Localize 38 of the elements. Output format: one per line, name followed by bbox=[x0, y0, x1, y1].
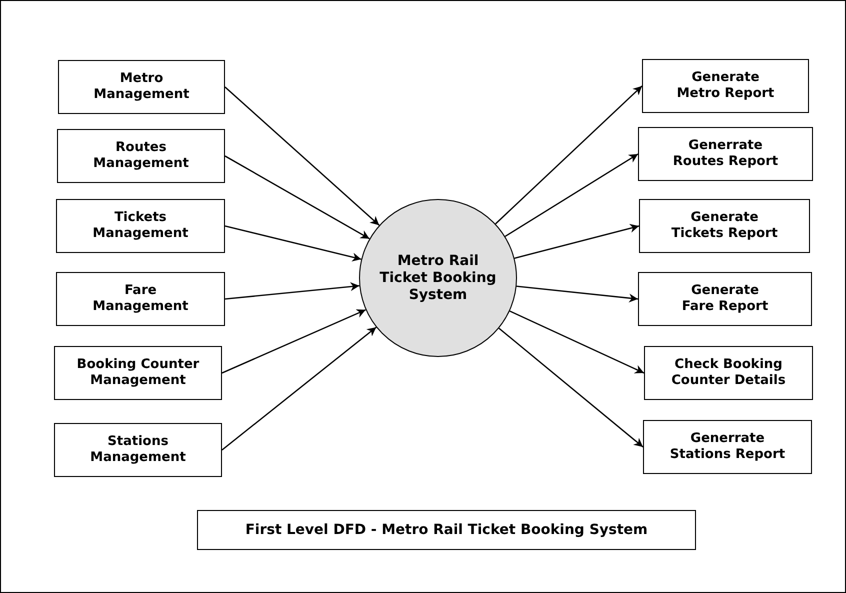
arrow bbox=[516, 286, 638, 303]
arrow bbox=[224, 86, 380, 226]
node-label: Generrate Routes Report bbox=[672, 138, 780, 170]
node-label: Metro Rail Ticket Booking System bbox=[378, 252, 498, 304]
node-label: Tickets Management bbox=[92, 210, 190, 242]
node-label: Fare Management bbox=[92, 283, 190, 315]
process-box bbox=[644, 346, 813, 400]
node-label: Stations Management bbox=[89, 434, 187, 466]
entity-box bbox=[58, 60, 225, 114]
node-label: Generate Metro Report bbox=[676, 70, 776, 102]
arrow bbox=[509, 310, 644, 374]
process-box bbox=[642, 59, 809, 113]
node-label: Metro Management bbox=[92, 71, 190, 103]
node-label: Check Booking Counter Details bbox=[670, 357, 787, 389]
arrow bbox=[514, 224, 640, 259]
arrow bbox=[224, 155, 370, 240]
process-box bbox=[643, 420, 812, 474]
entity-box bbox=[54, 346, 222, 400]
arrow bbox=[495, 86, 642, 224]
arrow bbox=[498, 328, 644, 448]
entity-box bbox=[54, 423, 222, 477]
node-label: Generate Fare Report bbox=[680, 283, 770, 315]
arrow bbox=[222, 326, 377, 450]
process-box bbox=[638, 272, 812, 326]
arrow bbox=[222, 309, 366, 374]
process-box bbox=[639, 199, 810, 253]
node-label: Routes Management bbox=[92, 140, 190, 172]
arrow bbox=[224, 282, 360, 300]
arrow bbox=[224, 225, 362, 262]
node-label: Booking Counter Management bbox=[76, 357, 200, 389]
entity-box bbox=[57, 129, 225, 183]
entity-box bbox=[56, 199, 225, 253]
arrow bbox=[504, 153, 638, 237]
node-label: Generrate Stations Report bbox=[668, 431, 786, 463]
entity-box bbox=[56, 272, 225, 326]
diagram-title: First Level DFD - Metro Rail Ticket Booking System bbox=[197, 510, 696, 550]
node-label: Generate Tickets Report bbox=[670, 210, 779, 242]
process-box bbox=[638, 127, 813, 181]
